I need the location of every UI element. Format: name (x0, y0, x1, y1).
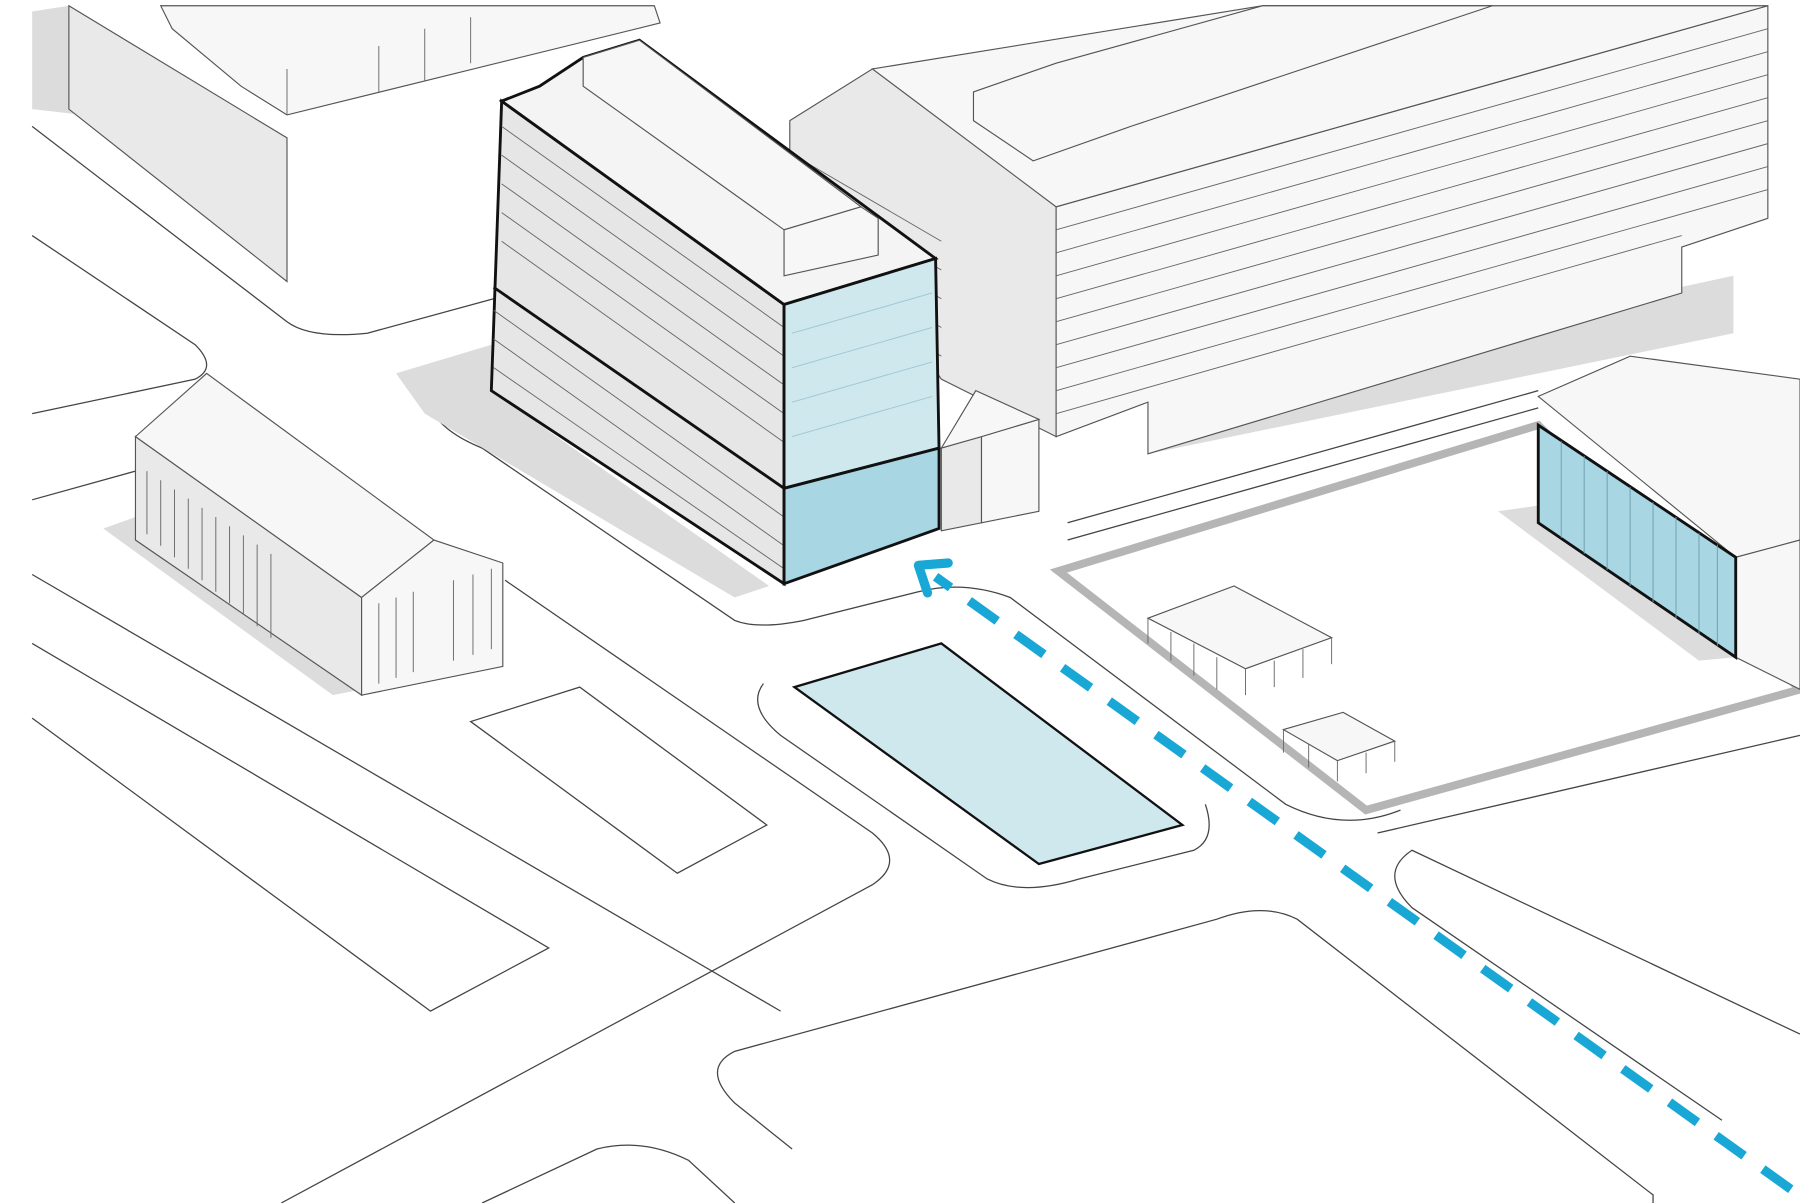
glass-curtain-wall (1536, 422, 1738, 660)
background-buildings-top-left (32, 4, 661, 283)
street-curbs (31, 125, 1800, 1203)
route-arrow-icon (913, 558, 953, 598)
tower-glass-facade-lower (782, 446, 941, 586)
building-right-glass (1498, 355, 1800, 691)
main-tower (396, 38, 941, 598)
large-building-right (789, 4, 1769, 455)
small-annex-box (940, 389, 1041, 532)
gabled-warehouse (103, 372, 504, 697)
route-dashed-line (932, 573, 1794, 1193)
plaza-right (1049, 420, 1800, 815)
reflecting-pool (791, 642, 1185, 866)
pedestrian-route (913, 558, 1794, 1193)
